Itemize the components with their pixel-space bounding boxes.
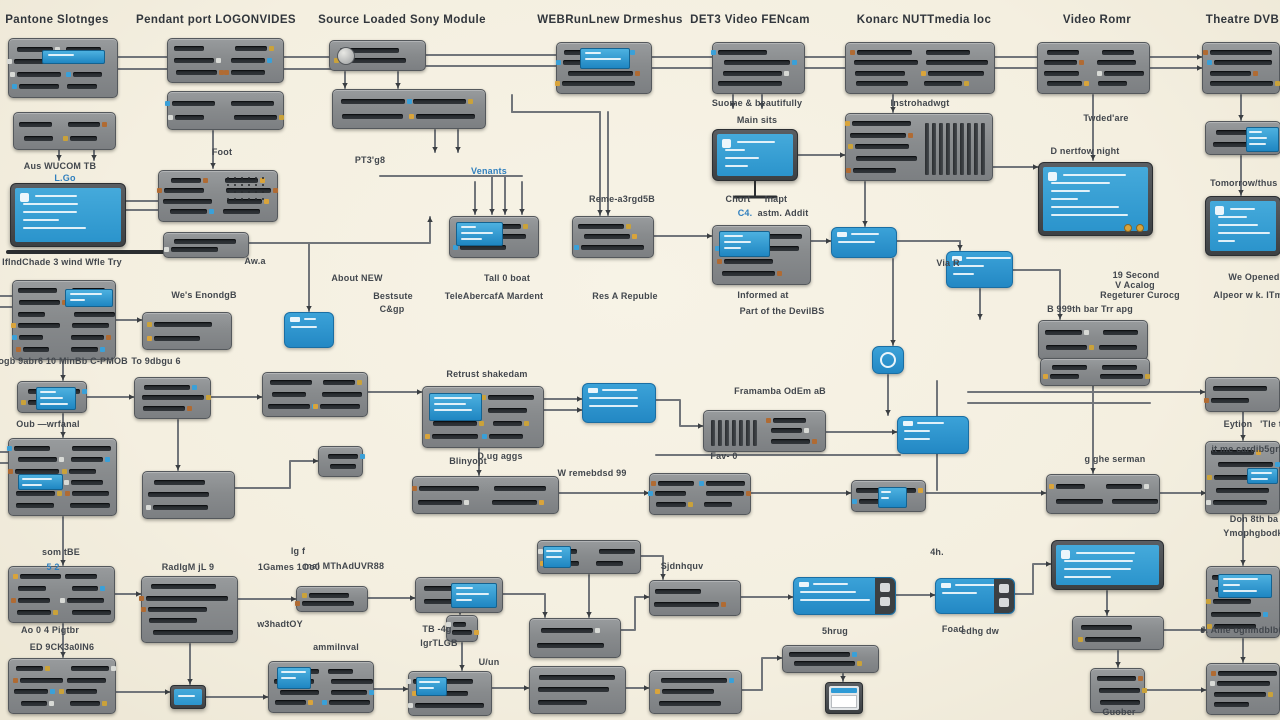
wire-arrowhead bbox=[60, 560, 66, 565]
wire-arrowhead bbox=[60, 652, 66, 657]
wire-arrowhead bbox=[263, 694, 268, 700]
wire bbox=[620, 596, 650, 631]
wire-arrowhead bbox=[788, 594, 793, 600]
wire-arrowhead bbox=[1033, 164, 1038, 170]
wire-arrowhead bbox=[892, 429, 897, 435]
wire-arrowhead bbox=[455, 147, 461, 152]
wire-arrowhead bbox=[605, 210, 611, 215]
wire-arrowhead bbox=[210, 163, 216, 168]
wire-arrowhead bbox=[1240, 560, 1246, 565]
wire-arrowhead bbox=[472, 209, 478, 214]
wire-arrowhead bbox=[137, 317, 142, 323]
wire-arrowhead bbox=[136, 591, 141, 597]
wire-arrowhead bbox=[60, 375, 66, 380]
wire-arrowhead bbox=[1090, 155, 1096, 160]
wire-arrowhead bbox=[1201, 687, 1206, 693]
wire-arrowhead bbox=[410, 595, 415, 601]
wire-arrowhead bbox=[459, 665, 465, 670]
wire-arrowhead bbox=[502, 209, 508, 214]
wire-arrowhead bbox=[1104, 610, 1110, 615]
wire-arrowhead bbox=[1240, 657, 1246, 662]
wire-arrowhead bbox=[846, 490, 851, 496]
wire-arrowhead bbox=[432, 147, 438, 152]
wire-arrowhead bbox=[129, 394, 134, 400]
wire-arrowhead bbox=[644, 490, 649, 496]
wire-arrowhead bbox=[1238, 190, 1244, 195]
wire-arrowhead bbox=[644, 594, 649, 600]
wire-arrowhead bbox=[977, 314, 983, 319]
wire-arrowhead bbox=[1041, 490, 1046, 496]
wire-arrowhead bbox=[660, 574, 666, 579]
wire-arrowhead bbox=[1115, 662, 1121, 667]
wire bbox=[1012, 269, 1061, 320]
wire-arrowhead bbox=[1201, 490, 1206, 496]
wire-arrowhead bbox=[577, 407, 582, 413]
wire-arrowhead bbox=[519, 209, 525, 214]
wire bbox=[741, 657, 783, 691]
wire-arrowhead bbox=[730, 103, 736, 108]
wire-arrowhead bbox=[707, 233, 712, 239]
wire bbox=[234, 460, 319, 489]
wire bbox=[655, 399, 704, 427]
wire-arrowhead bbox=[489, 209, 495, 214]
wire-arrowhead bbox=[306, 306, 312, 311]
wire bbox=[896, 240, 961, 251]
wire-arrowhead bbox=[586, 612, 592, 617]
wire-arrowhead bbox=[930, 592, 935, 598]
wire-arrowhead bbox=[1201, 627, 1206, 633]
wire-arrowhead bbox=[91, 85, 97, 90]
wire bbox=[502, 593, 546, 618]
wire-arrowhead bbox=[60, 432, 66, 437]
wire-arrowhead bbox=[1200, 389, 1205, 395]
wire-arrowhead bbox=[885, 410, 891, 415]
wire-arrowhead bbox=[476, 470, 482, 475]
wire-arrowhead bbox=[597, 210, 603, 215]
wire-arrowhead bbox=[1197, 54, 1202, 60]
wire-arrowhead bbox=[542, 612, 548, 617]
wire-arrowhead bbox=[957, 245, 963, 250]
wire-arrowhead bbox=[257, 394, 262, 400]
wire-arrowhead bbox=[840, 152, 845, 158]
wire-arrowhead bbox=[777, 655, 782, 661]
wire-arrowhead bbox=[1238, 115, 1244, 120]
wire-arrowhead bbox=[577, 396, 582, 402]
wire-arrowhead bbox=[313, 458, 318, 464]
wire-arrowhead bbox=[56, 85, 62, 90]
wire-arrowhead bbox=[759, 103, 765, 108]
wire-arrowhead bbox=[91, 155, 97, 160]
wire-arrowhead bbox=[890, 107, 896, 112]
wire-arrowhead bbox=[187, 679, 193, 684]
wire-arrowhead bbox=[395, 83, 401, 88]
wire-arrowhead bbox=[644, 685, 649, 691]
wire-arrowhead bbox=[417, 389, 422, 395]
wire-arrowhead bbox=[291, 596, 296, 602]
wire-arrowhead bbox=[826, 238, 831, 244]
wire bbox=[248, 216, 431, 244]
wire-arrowhead bbox=[1240, 435, 1246, 440]
wire-arrowhead bbox=[342, 83, 348, 88]
wire-arrowhead bbox=[427, 217, 433, 222]
wire-arrowhead bbox=[840, 676, 846, 681]
wire-arrowhead bbox=[890, 340, 896, 345]
wire-arrowhead bbox=[1057, 314, 1063, 319]
wire-arrowhead bbox=[1046, 561, 1051, 567]
wire-arrowhead bbox=[175, 465, 181, 470]
wire-arrowhead bbox=[1090, 468, 1096, 473]
wire-arrowhead bbox=[403, 686, 408, 692]
wire-arrowhead bbox=[862, 221, 868, 226]
wire-arrowhead bbox=[698, 423, 703, 429]
wire-arrowhead bbox=[457, 609, 463, 614]
wire bbox=[640, 555, 664, 580]
wire-arrowhead bbox=[165, 689, 170, 695]
wire-arrowhead bbox=[56, 155, 62, 160]
wire-arrowhead bbox=[1197, 65, 1202, 71]
wire-arrowhead bbox=[524, 685, 529, 691]
wire bbox=[1014, 563, 1052, 595]
